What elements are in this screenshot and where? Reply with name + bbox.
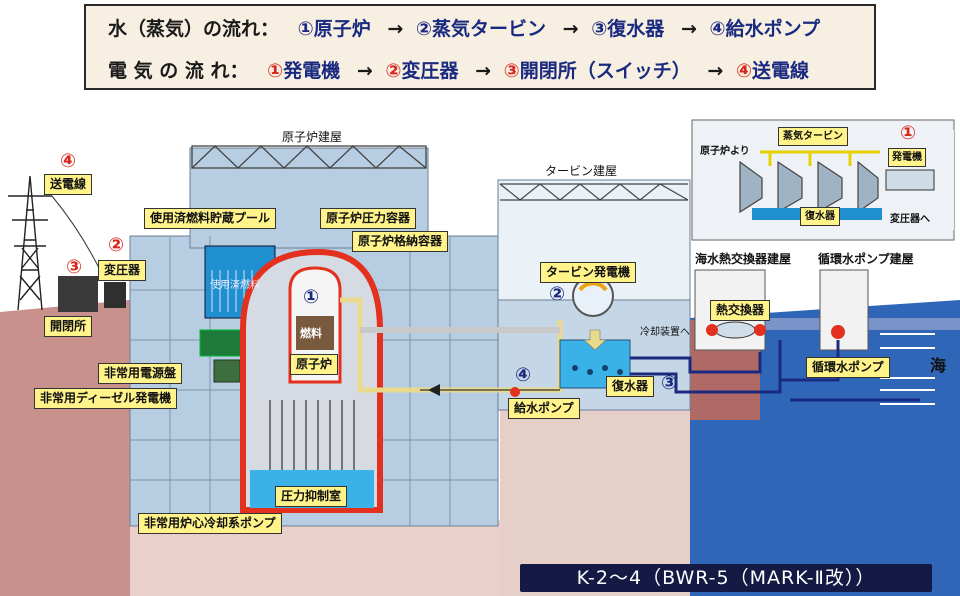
flow-legend: 水（蒸気）の流れ： ①原子炉 → ②蒸気タービン → ③復水器 → ④給水ポンプ… bbox=[84, 4, 876, 90]
circ-pump-building bbox=[819, 269, 869, 351]
feedwater-pump-label: 給水ポンプ bbox=[508, 398, 580, 419]
number-2-transformer: ② bbox=[108, 234, 125, 256]
elec-step-2: ②変圧器 bbox=[385, 60, 459, 82]
turbine-generator-label: タービン発電機 bbox=[540, 262, 637, 283]
suppression-chamber-label: 圧力抑制室 bbox=[275, 486, 348, 507]
number-3-condenser: ③ bbox=[661, 372, 678, 394]
spent-fuel-text: 使用済燃料 bbox=[210, 280, 260, 291]
inset-from-reactor-text: 原子炉より bbox=[700, 146, 750, 157]
inset-condenser-label: 復水器 bbox=[800, 207, 840, 226]
water-flow-row: 水（蒸気）の流れ： ①原子炉 → ②蒸気タービン → ③復水器 → ④給水ポンプ bbox=[108, 14, 824, 44]
arrow-icon: → bbox=[356, 60, 373, 82]
inset-steam-turbine-label: 蒸気タービン bbox=[778, 127, 848, 146]
circ-pump-dot bbox=[831, 325, 845, 339]
spent-fuel-pool-label: 使用済燃料貯蔵プール bbox=[144, 208, 277, 229]
cooling-pipes bbox=[630, 340, 920, 402]
cooling-equipment-text: 冷却装置へ bbox=[640, 327, 690, 338]
flow-arrow-icon bbox=[428, 384, 440, 396]
arrow-icon: → bbox=[707, 60, 724, 82]
reactor-label: 原子炉 bbox=[290, 354, 339, 375]
emergency-diesel-box bbox=[213, 359, 241, 383]
inset-diagram bbox=[691, 119, 955, 241]
hx-dot-left bbox=[706, 324, 718, 336]
transmission-line-label: 送電線 bbox=[44, 174, 93, 195]
inset-generator-label: 発電機 bbox=[888, 148, 926, 167]
heat-exchanger-body bbox=[714, 321, 756, 339]
condenser-label: 復水器 bbox=[606, 376, 655, 397]
number-4-feedwater: ④ bbox=[515, 364, 532, 386]
reactor-roof-truss bbox=[191, 145, 427, 169]
emergency-diesel-label: 非常用ディーゼル発電機 bbox=[34, 388, 178, 409]
switchyard-label: 開閉所 bbox=[44, 316, 93, 337]
transformer-label: 変圧器 bbox=[98, 260, 147, 281]
ground-left bbox=[0, 300, 130, 596]
circ-water-pump-label: 循環水ポンプ bbox=[806, 357, 890, 378]
elec-step-3: ③開閉所（スイッチ） bbox=[503, 60, 691, 82]
number-1-reactor: ① bbox=[303, 286, 320, 308]
transmission-wire bbox=[51, 195, 101, 271]
number-3-switchyard: ③ bbox=[66, 256, 83, 278]
down-arrow-icon bbox=[583, 329, 607, 351]
switchyard-box bbox=[58, 276, 98, 312]
condenser-drops bbox=[572, 365, 623, 375]
control-rod-drives bbox=[269, 400, 355, 470]
hx-dot-right bbox=[754, 324, 766, 336]
number-2-turbine: ② bbox=[549, 283, 566, 305]
arrow-icon: → bbox=[475, 60, 492, 82]
sea-text: 海 bbox=[930, 356, 947, 375]
rpv-label: 原子炉圧力容器 bbox=[320, 208, 417, 229]
seawater-hx-building-title: 海水熱交換器建屋 bbox=[695, 252, 792, 266]
pcv-label: 原子炉格納容器 bbox=[352, 231, 449, 252]
water-step-1: ①原子炉 bbox=[297, 18, 371, 40]
elec-step-4: ④送電線 bbox=[735, 60, 810, 82]
transformer-box bbox=[104, 282, 126, 308]
electricity-flow-row: 電 気 の 流 れ： ①発電機 → ②変圧器 → ③開閉所（スイッチ） → ④送… bbox=[108, 56, 813, 86]
emergency-panel-label: 非常用電源盤 bbox=[98, 363, 183, 384]
arrow-icon: → bbox=[680, 18, 697, 40]
feedwater-pump-dot bbox=[510, 387, 520, 397]
turbine-building-title: タービン建屋 bbox=[545, 164, 618, 178]
reactor-building-title: 原子炉建屋 bbox=[282, 130, 343, 144]
model-banner: K-2～4（BWR-5（MARK-Ⅱ改）） bbox=[520, 564, 932, 592]
water-step-2: ②蒸気タービン bbox=[415, 18, 547, 40]
electricity-flow-heading: 電 気 の 流 れ： bbox=[108, 60, 249, 82]
number-1-generator: ① bbox=[900, 122, 917, 144]
eccs-pump-label: 非常用炉心冷却系ポンプ bbox=[138, 513, 282, 534]
circ-pump-building-title: 循環水ポンプ建屋 bbox=[818, 252, 914, 266]
fuel-core bbox=[296, 316, 334, 350]
emergency-panel-box bbox=[199, 329, 243, 357]
heat-exchanger-label: 熱交換器 bbox=[710, 300, 771, 321]
elec-step-1: ①発電機 bbox=[267, 60, 341, 82]
fuel-text: 燃料 bbox=[300, 327, 322, 340]
water-flow-heading: 水（蒸気）の流れ： bbox=[108, 18, 280, 40]
number-4-transmission: ④ bbox=[60, 150, 77, 172]
turbine-rotor-arc bbox=[578, 281, 608, 292]
water-step-4: ④給水ポンプ bbox=[709, 18, 821, 40]
inset-to-transformer-text: 変圧器へ bbox=[890, 214, 930, 225]
transmission-tower-icon bbox=[8, 175, 52, 311]
arrow-icon: → bbox=[562, 18, 579, 40]
water-step-3: ③復水器 bbox=[591, 18, 665, 40]
arrow-icon: → bbox=[387, 18, 404, 40]
sea-arrows bbox=[880, 333, 935, 405]
